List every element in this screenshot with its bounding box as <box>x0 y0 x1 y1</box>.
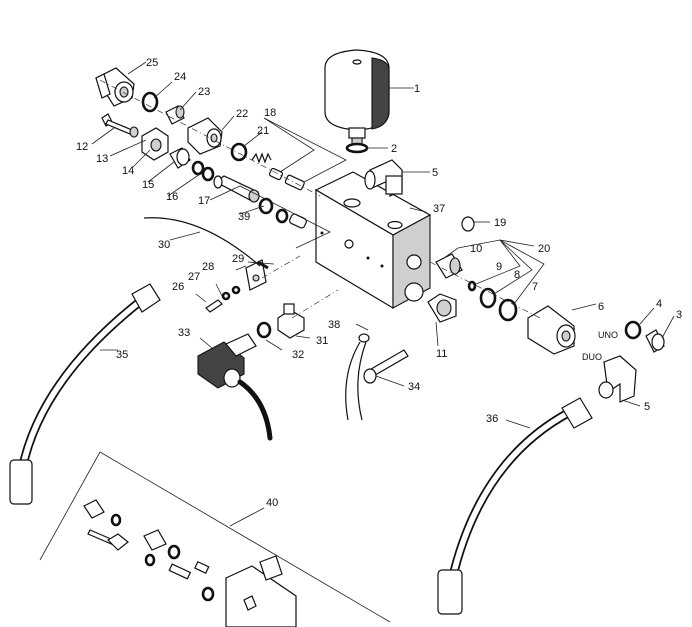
label-17: 17 <box>198 195 210 207</box>
washer-24 <box>141 91 159 113</box>
label-11: 11 <box>436 348 447 360</box>
o-ring-21 <box>230 142 248 162</box>
cap-19 <box>461 216 475 232</box>
label-32: 32 <box>292 349 304 361</box>
label-24: 24 <box>174 71 186 83</box>
label-uno: UNO <box>598 330 618 340</box>
quick-coupling-25 <box>95 67 135 107</box>
label-16: 16 <box>166 191 178 203</box>
label-4: 4 <box>656 298 662 310</box>
label-36: 36 <box>486 413 498 425</box>
fitting-22 <box>187 117 223 155</box>
connector-6 <box>527 305 576 355</box>
label-27: 27 <box>188 271 200 283</box>
nut-14 <box>141 127 169 161</box>
washer-32 <box>256 321 272 339</box>
label-duo: DUO <box>582 352 602 362</box>
sleeve-15 <box>169 147 191 169</box>
label-1: 1 <box>414 83 420 95</box>
o-ring-39b <box>275 208 289 224</box>
label-23: 23 <box>198 86 210 98</box>
label-19: 19 <box>494 217 506 229</box>
label-29: 29 <box>232 253 244 265</box>
elbow-fitting-5-top <box>364 159 403 197</box>
switch-cable <box>237 379 273 441</box>
label-7: 7 <box>532 281 538 293</box>
label-8: 8 <box>514 269 520 281</box>
label-15: 15 <box>142 179 154 191</box>
o-ring-2 <box>345 142 369 154</box>
label-18: 18 <box>264 107 276 119</box>
label-14: 14 <box>122 165 134 177</box>
accumulator-tank <box>324 49 390 145</box>
cable-30 <box>143 217 261 267</box>
tee-fitting-31 <box>277 303 305 339</box>
nipple-11 <box>427 293 457 323</box>
bolt-34 <box>363 349 409 384</box>
label-37: 37 <box>433 203 445 215</box>
label-28: 28 <box>202 261 214 273</box>
label-21: 21 <box>257 125 269 137</box>
nipple-23 <box>165 105 185 125</box>
hose-35 <box>9 283 161 505</box>
label-30: 30 <box>158 239 170 251</box>
washer-27 <box>221 291 231 301</box>
o-ring-7 <box>498 298 518 322</box>
spring <box>251 152 272 164</box>
pin-18a <box>268 167 284 181</box>
label-5-top: 5 <box>432 167 438 179</box>
washer-16b <box>201 166 215 182</box>
ring-9 <box>467 280 477 292</box>
label-35: 35 <box>116 349 128 361</box>
hose-36 <box>437 397 593 615</box>
label-33: 33 <box>178 327 190 339</box>
label-20: 20 <box>538 243 550 255</box>
bracket-29 <box>245 259 267 291</box>
label-6: 6 <box>598 301 604 313</box>
manifold-block <box>314 171 432 310</box>
pressure-switch-33 <box>197 333 257 389</box>
label-22: 22 <box>236 108 248 120</box>
label-39: 39 <box>238 211 250 223</box>
washer-4 <box>624 320 642 340</box>
washer-16a <box>191 160 205 176</box>
elbow-fitting-5-bottom <box>598 355 637 403</box>
valve-10 <box>435 253 463 279</box>
label-13: 13 <box>96 153 108 165</box>
label-38: 38 <box>328 319 340 331</box>
label-26: 26 <box>172 281 184 293</box>
label-3: 3 <box>676 309 682 321</box>
sensor-38 <box>345 333 370 421</box>
label-31: 31 <box>316 335 328 347</box>
washer-28 <box>231 285 241 295</box>
label-40: 40 <box>266 497 278 509</box>
pin-18b <box>284 174 305 191</box>
label-2: 2 <box>391 143 397 155</box>
o-ring-8 <box>479 287 497 309</box>
piston-17 <box>213 175 260 203</box>
bolt-12 <box>101 113 139 138</box>
screw-26 <box>205 299 223 313</box>
label-34: 34 <box>408 381 420 393</box>
label-5-bottom: 5 <box>644 401 650 413</box>
label-9: 9 <box>496 261 502 273</box>
inset-assembly-40 <box>39 451 391 627</box>
cap-3 <box>645 329 665 353</box>
label-12: 12 <box>76 141 88 153</box>
label-25: 25 <box>146 57 158 69</box>
label-10: 10 <box>470 243 482 255</box>
